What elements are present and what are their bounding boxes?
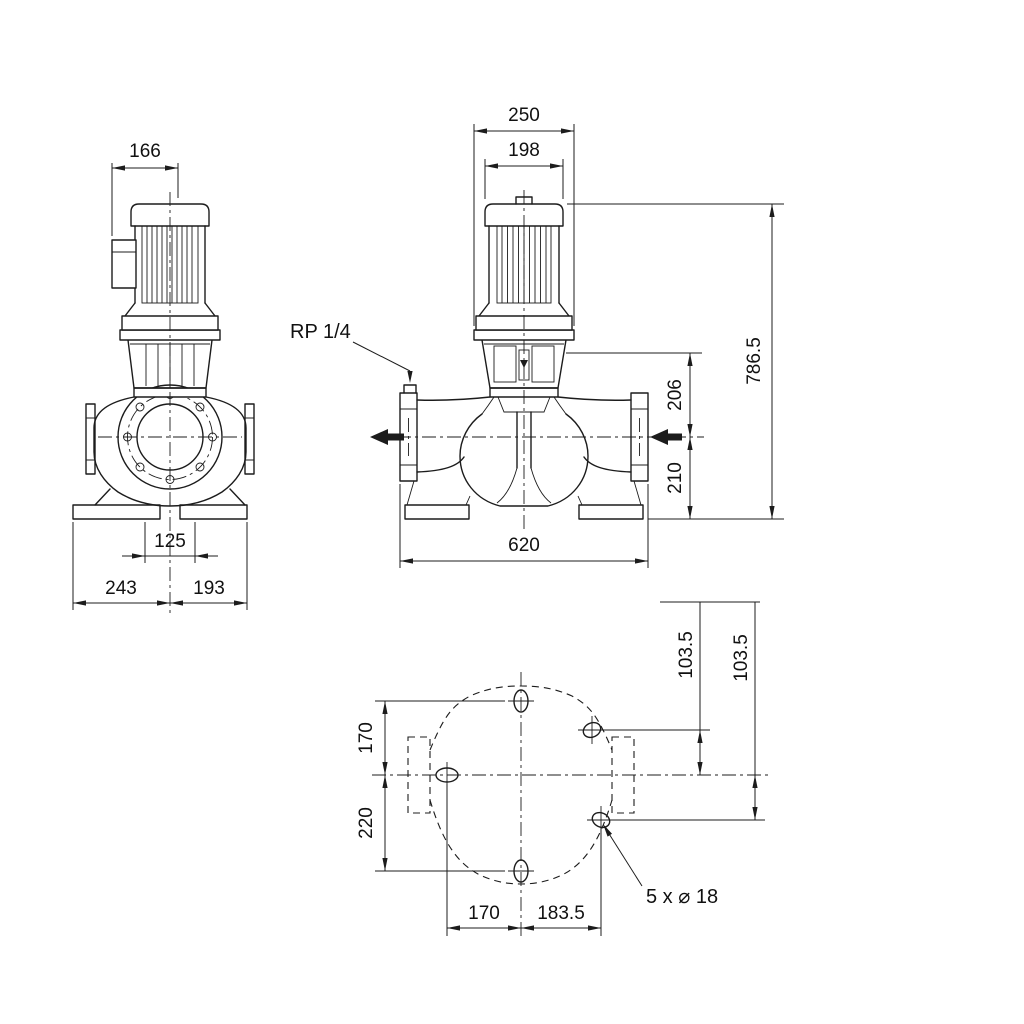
dim-text-620: 620 bbox=[508, 535, 540, 556]
dim-stool-width-250: 250 bbox=[473, 105, 575, 326]
base-feet-front bbox=[404, 480, 644, 520]
dim-foot-holes-125: 125 bbox=[122, 522, 218, 563]
terminal-box bbox=[111, 239, 137, 289]
gauge-port-label: RP 1/4 bbox=[290, 321, 351, 343]
base-feet-side bbox=[72, 488, 248, 520]
bolt-holes-callout: 5 x ⌀ 18 bbox=[603, 824, 718, 908]
dim-text-183-5: 183.5 bbox=[537, 903, 585, 924]
gauge-port-boss bbox=[403, 384, 417, 394]
side-view: 166 125 243 193 bbox=[72, 141, 255, 614]
dim-text-210: 210 bbox=[665, 462, 686, 494]
dim-text-103-5-lower: 103.5 bbox=[731, 634, 752, 682]
motor-side bbox=[111, 203, 219, 331]
flow-arrow-in bbox=[650, 429, 682, 445]
bolt-holes-label: 5 x ⌀ 18 bbox=[646, 886, 718, 908]
dim-text-103-5-upper: 103.5 bbox=[676, 631, 697, 679]
plan-view: 170 220 103.5 103.5 170 183.5 bbox=[356, 601, 768, 940]
gauge-port-callout: RP 1/4 bbox=[290, 321, 413, 383]
dim-text-198: 198 bbox=[508, 140, 540, 161]
dim-text-plan-220: 220 bbox=[356, 807, 377, 839]
dim-total-height-786-5: 786.5 bbox=[567, 203, 784, 520]
dim-text-166: 166 bbox=[129, 141, 161, 162]
bolt-holes bbox=[435, 689, 615, 883]
front-view: RP 1/4 250 198 620 bbox=[290, 105, 784, 568]
dim-motor-width-198: 198 bbox=[484, 140, 564, 199]
dim-flange-to-flange-620: 620 bbox=[399, 484, 649, 568]
dim-center-to-base-210: 210 bbox=[665, 437, 693, 519]
dim-text-250: 250 bbox=[508, 105, 540, 126]
flow-arrow-out bbox=[370, 429, 404, 445]
dim-motor-width-166: 166 bbox=[111, 141, 179, 236]
dim-holes-vertical-170-220: 170 220 bbox=[356, 700, 505, 872]
dim-holes-horizontal-170-183-5: 170 183.5 bbox=[446, 784, 602, 936]
volute-casing-front bbox=[399, 384, 649, 507]
flange-centerticks bbox=[408, 418, 640, 456]
dim-text-125: 125 bbox=[154, 531, 186, 552]
dim-text-193: 193 bbox=[193, 578, 225, 599]
dim-text-plan-170-top: 170 bbox=[356, 722, 377, 754]
dim-base-243-193: 243 193 bbox=[72, 522, 248, 610]
dim-center-to-seal-206: 206 bbox=[566, 352, 702, 437]
dim-text-786-5: 786.5 bbox=[744, 337, 765, 385]
dim-text-206: 206 bbox=[665, 379, 686, 411]
dim-holes-right-103-5: 103.5 103.5 bbox=[604, 601, 765, 821]
dim-text-243: 243 bbox=[105, 578, 137, 599]
dim-text-plan-170-bottom: 170 bbox=[468, 903, 500, 924]
